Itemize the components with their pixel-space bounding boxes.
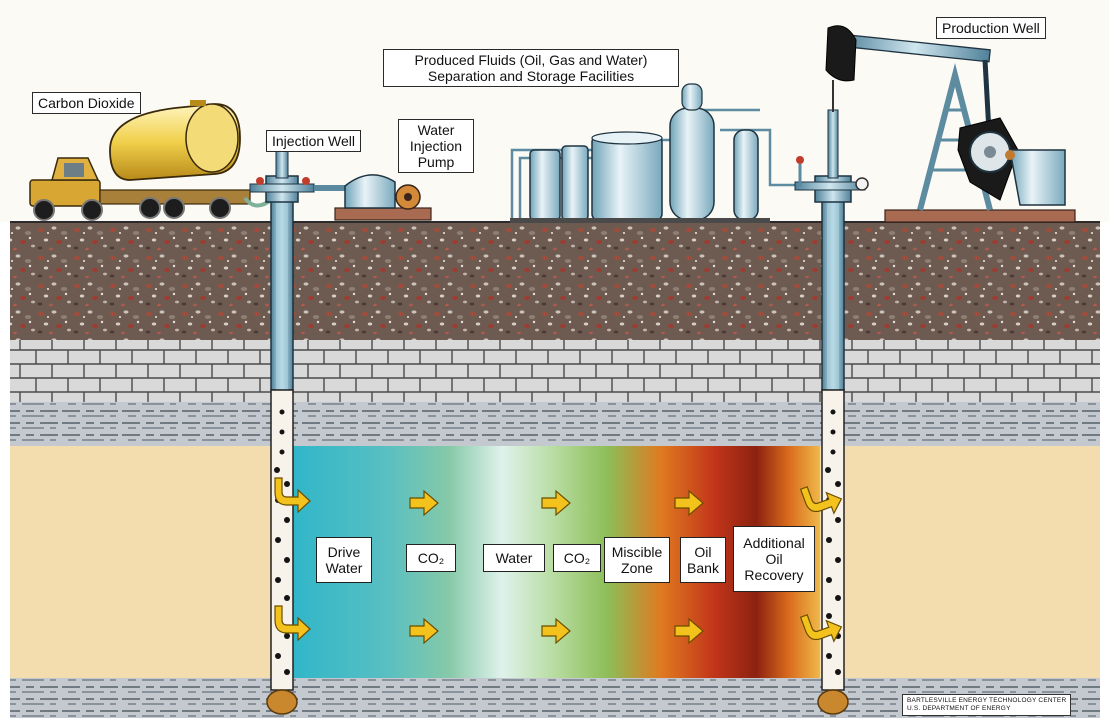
carbon-dioxide-label: Carbon Dioxide — [32, 92, 141, 115]
credit-line-2: U.S. DEPARTMENT OF ENERGY — [907, 705, 1011, 713]
zone-miscible: Miscible Zone — [604, 537, 670, 583]
water-injection-pump-label: Water Injection Pump — [398, 119, 474, 174]
limestone-layer — [10, 340, 1100, 402]
production-wellbore — [817, 199, 849, 715]
credit-line-1: BARTLESVILLE ENERGY TECHNOLOGY CENTER — [907, 697, 1067, 704]
zone-water: Water — [483, 544, 545, 572]
pumpjack — [825, 25, 1076, 223]
produced-fluids-label: Produced Fluids (Oil, Gas and Water) Sep… — [383, 49, 679, 88]
injection-wellbore — [266, 199, 298, 715]
zone-oil-bank: Oil Bank — [680, 537, 726, 583]
zone-drive-water: Drive Water — [316, 537, 372, 583]
injection-well-label: Injection Well — [266, 130, 362, 153]
separation-storage-facilities — [510, 83, 795, 223]
production-well-label: Production Well — [936, 17, 1046, 40]
zone-co2-2: CO₂ — [553, 544, 601, 572]
injection-wellhead — [249, 149, 345, 203]
credit-box: BARTLESVILLE ENERGY TECHNOLOGY CENTER U.… — [902, 694, 1072, 717]
zone-co2-1: CO₂ — [406, 544, 456, 572]
production-wellhead — [794, 109, 869, 203]
zone-additional-oil-recovery: Additional Oil Recovery — [733, 526, 815, 592]
water-injection-pump — [334, 174, 432, 221]
co2-tanker-truck — [29, 100, 273, 221]
soil-layer — [10, 222, 1100, 340]
shale-layer-upper — [10, 402, 1100, 446]
